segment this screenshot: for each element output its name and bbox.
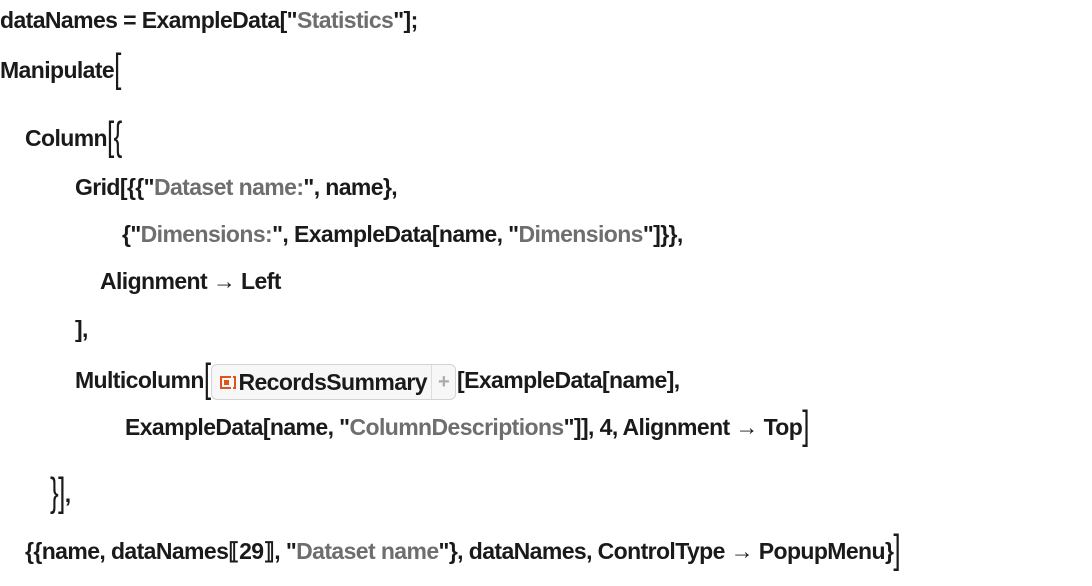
code-text: [ExampleData[name], [457,367,680,394]
code-line[interactable]: Column[{ [25,112,122,159]
code-line[interactable]: dataNames = ExampleData["Statistics"]; [0,5,418,35]
code-text: {" [122,221,141,247]
code-line[interactable]: Alignment → Left [100,266,281,296]
code-line[interactable]: {"Dimensions:", ExampleData[name, "Dimen… [122,219,683,249]
string-literal: ColumnDescriptions [349,414,565,440]
code-text: Multicolumn [75,367,204,394]
bracket: ] [802,401,809,448]
bracket: [{ [107,112,122,159]
code-text: ", ExampleData[name, " [272,221,519,247]
string-literal: Dataset name [296,538,439,564]
code-line[interactable]: {{name, dataNames⟦29⟧, "Dataset name"}, … [25,525,901,572]
bracket: }] [50,468,65,515]
code-line[interactable]: Multicolumn[RecordsSummary+[ExampleData[… [75,354,680,401]
string-literal: Dimensions: [140,221,273,247]
code-text: "]}}, [642,221,683,247]
code-line[interactable]: ExampleData[name, "ColumnDescriptions"]]… [125,401,809,448]
code-text: , [64,481,71,507]
code-line[interactable]: ], [75,314,88,344]
code-text: "]; [393,7,418,33]
code-text: {{name, dataNames⟦29⟧, " [25,538,297,564]
code-text: "}, dataNames, ControlType → PopupMenu} [438,538,894,564]
code-text: Grid[{{" [75,174,155,200]
code-text: ExampleData[name, " [125,414,350,440]
resource-function-name: RecordsSummary [238,369,427,395]
string-literal: Dataset name: [153,174,304,200]
code-text: dataNames = ExampleData[" [0,7,298,33]
string-literal: Statistics [296,7,394,33]
expand-plus-icon[interactable]: + [430,365,455,399]
code-text: Column [25,125,108,151]
bracket: [ [203,354,211,401]
code-text: ], [75,316,88,342]
records-summary-resource-box[interactable]: RecordsSummary+ [211,364,457,400]
bracket: ] [893,525,900,572]
code-text: Manipulate [0,57,115,83]
string-literal: Dimensions [518,221,643,247]
resource-function-icon [220,375,237,389]
code-line[interactable]: }], [50,468,71,514]
code-line[interactable]: Grid[{{"Dataset name:", name}, [75,172,398,202]
bracket: [ [114,44,121,91]
code-text: ", name}, [303,174,398,200]
code-text: Alignment → Left [100,268,281,294]
code-text: "]], 4, Alignment → Top [563,414,803,440]
code-line[interactable]: Manipulate[ [0,44,121,91]
